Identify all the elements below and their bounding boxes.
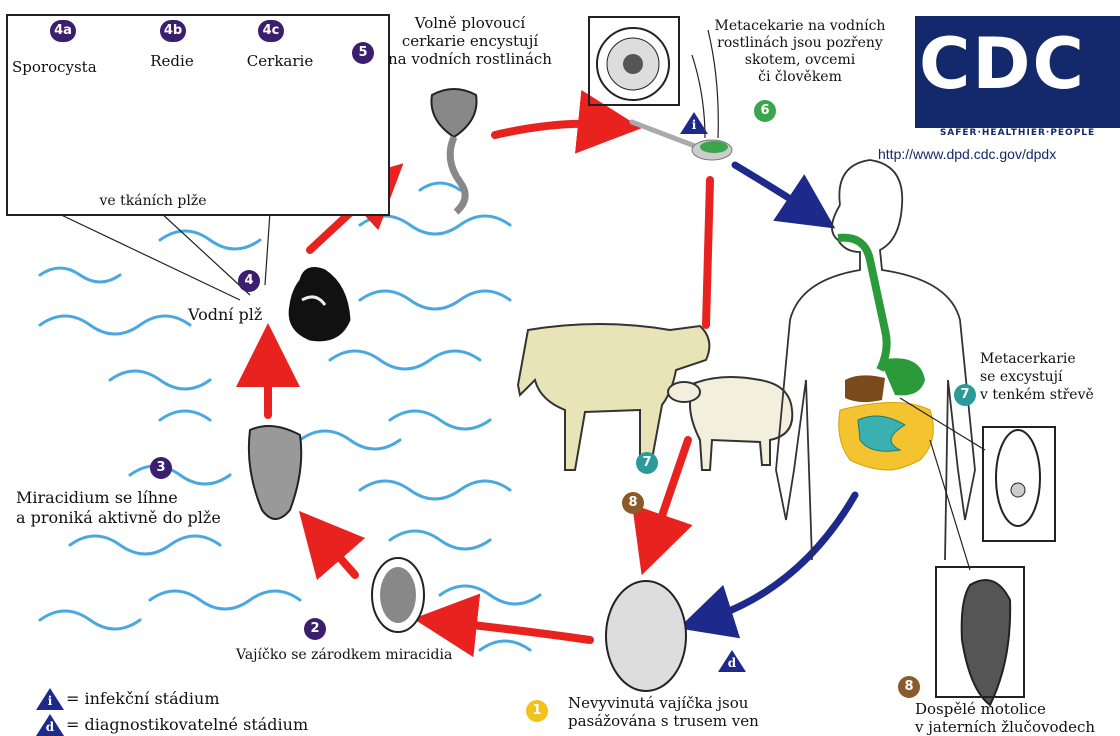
egg-unembryonated-drawing [606,581,686,691]
label-redie: Redie [128,52,216,70]
label-stage-1: Nevyvinutá vajíčka jsou pasážována s tru… [568,694,759,730]
badge-stage-8-animals: 8 [622,492,644,514]
snail-tissue-inset [6,14,390,216]
label-stage-6: Metacekarie na vodních rostlinách jsou p… [700,18,900,86]
water-waves [40,183,540,650]
badge-4a: 4a [50,20,76,42]
badge-stage-1: 1 [526,700,548,722]
badge-stage-3: 3 [150,457,172,479]
label-stage-2: Vajíčko se zárodkem miracidia [236,646,452,664]
badge-stage-6: 6 [754,100,776,122]
cdc-logo-letters: CDC [919,24,1086,104]
infective-marker-letter: i [688,116,700,134]
badge-stage-2: 2 [304,618,326,640]
label-sporocysta: Sporocysta [12,58,96,76]
legend-infective-label: = infekční stádium [66,690,219,708]
snail-drawing [289,268,350,341]
adult-fluke-inset [935,566,1025,698]
source-url: http://www.dpd.cdc.gov/dpdx [878,146,1056,162]
legend-diagnostic-label: = diagnostikovatelné stádium [66,716,308,734]
label-stage-3: Miracidium se líhne a proniká aktivně do… [16,488,221,528]
cdc-logo: CDC [915,16,1120,128]
label-cerkarie: Cerkarie [238,52,322,70]
excysted-fluke-inset [982,426,1056,542]
human-outline [776,160,975,560]
badge-4c: 4c [258,20,284,42]
badge-stage-7-animals: 7 [636,452,658,474]
diagnostic-marker-letter: d [726,654,738,672]
inset-caption: ve tkáních plže [88,192,218,210]
digestive-tract [838,238,933,470]
badge-4b: 4b [160,20,186,42]
label-stage-8: Dospělé motolice v jaterních žlučovodech [915,700,1095,736]
badge-stage-7: 7 [954,384,976,406]
free-cercaria-drawing [431,89,476,212]
metacercaria-inset [588,16,680,106]
badge-stage-4: 4 [238,270,260,292]
label-stage-4: Vodní plž [188,306,262,324]
label-stage-7: Metacerkarie se excystují v tenkém střev… [980,350,1094,404]
badge-stage-8: 8 [898,676,920,698]
miracidium-drawing [249,426,301,519]
legend-infective-letter: i [44,692,56,710]
cdc-tagline: SAFER·HEALTHIER·PEOPLE [915,128,1120,138]
legend-diagnostic-letter: d [44,718,56,736]
egg-embryonated-drawing [372,558,424,632]
label-stage-5: Volně plovoucí cerkarie encystují na vod… [370,14,570,68]
